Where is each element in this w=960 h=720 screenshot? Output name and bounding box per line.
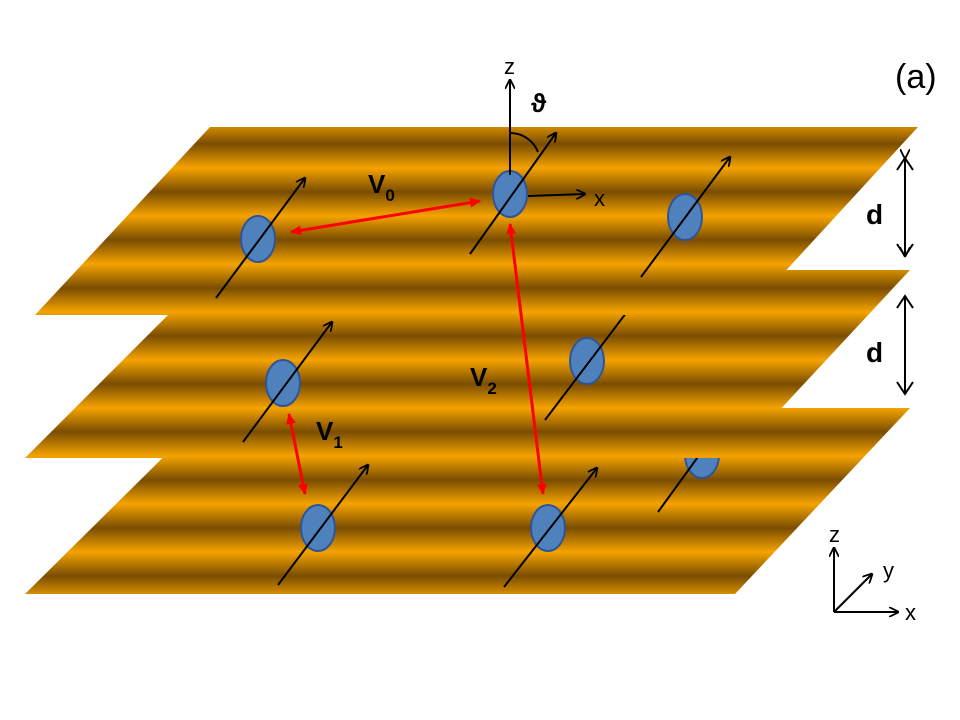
corner-z-label: z [829,522,840,547]
dipole-middle-2 [544,300,636,421]
v1-label: V1 [316,416,343,452]
theta-label: ϑ [531,88,547,118]
d-lower-label: d [866,337,883,368]
layer-middle [25,270,910,458]
corner-axes [834,548,898,612]
dipole-top-center [469,133,556,255]
v0-arrow [290,197,481,236]
corner-y-label: y [883,558,894,583]
v2-arrow [506,223,547,495]
v2-label: V2 [470,362,497,398]
d-upper-arrowhead-bottom [896,243,914,258]
corner-x-label: x [905,600,916,625]
d-upper-arrowhead-top [896,156,914,171]
dipole-middle-1 [242,322,332,443]
theta-arc [509,131,539,153]
dipole-bottom-2 [503,468,597,588]
d-lower-arrowhead-bottom [896,381,914,396]
x-axis-label: x [594,186,605,211]
dipole-top-3 [640,157,730,278]
panel-label: (a) [895,58,937,96]
z-axis-label: z [504,54,515,79]
d-lower-arrowhead-top [896,294,914,309]
v0-label: V0 [368,169,395,205]
local-axes [510,80,585,196]
x-axis-arrow [527,194,585,196]
corner-y-arrow [833,574,872,613]
d-upper-label: d [866,199,883,230]
dipole-bottom-1 [277,465,368,586]
v1-arrow [286,413,308,495]
